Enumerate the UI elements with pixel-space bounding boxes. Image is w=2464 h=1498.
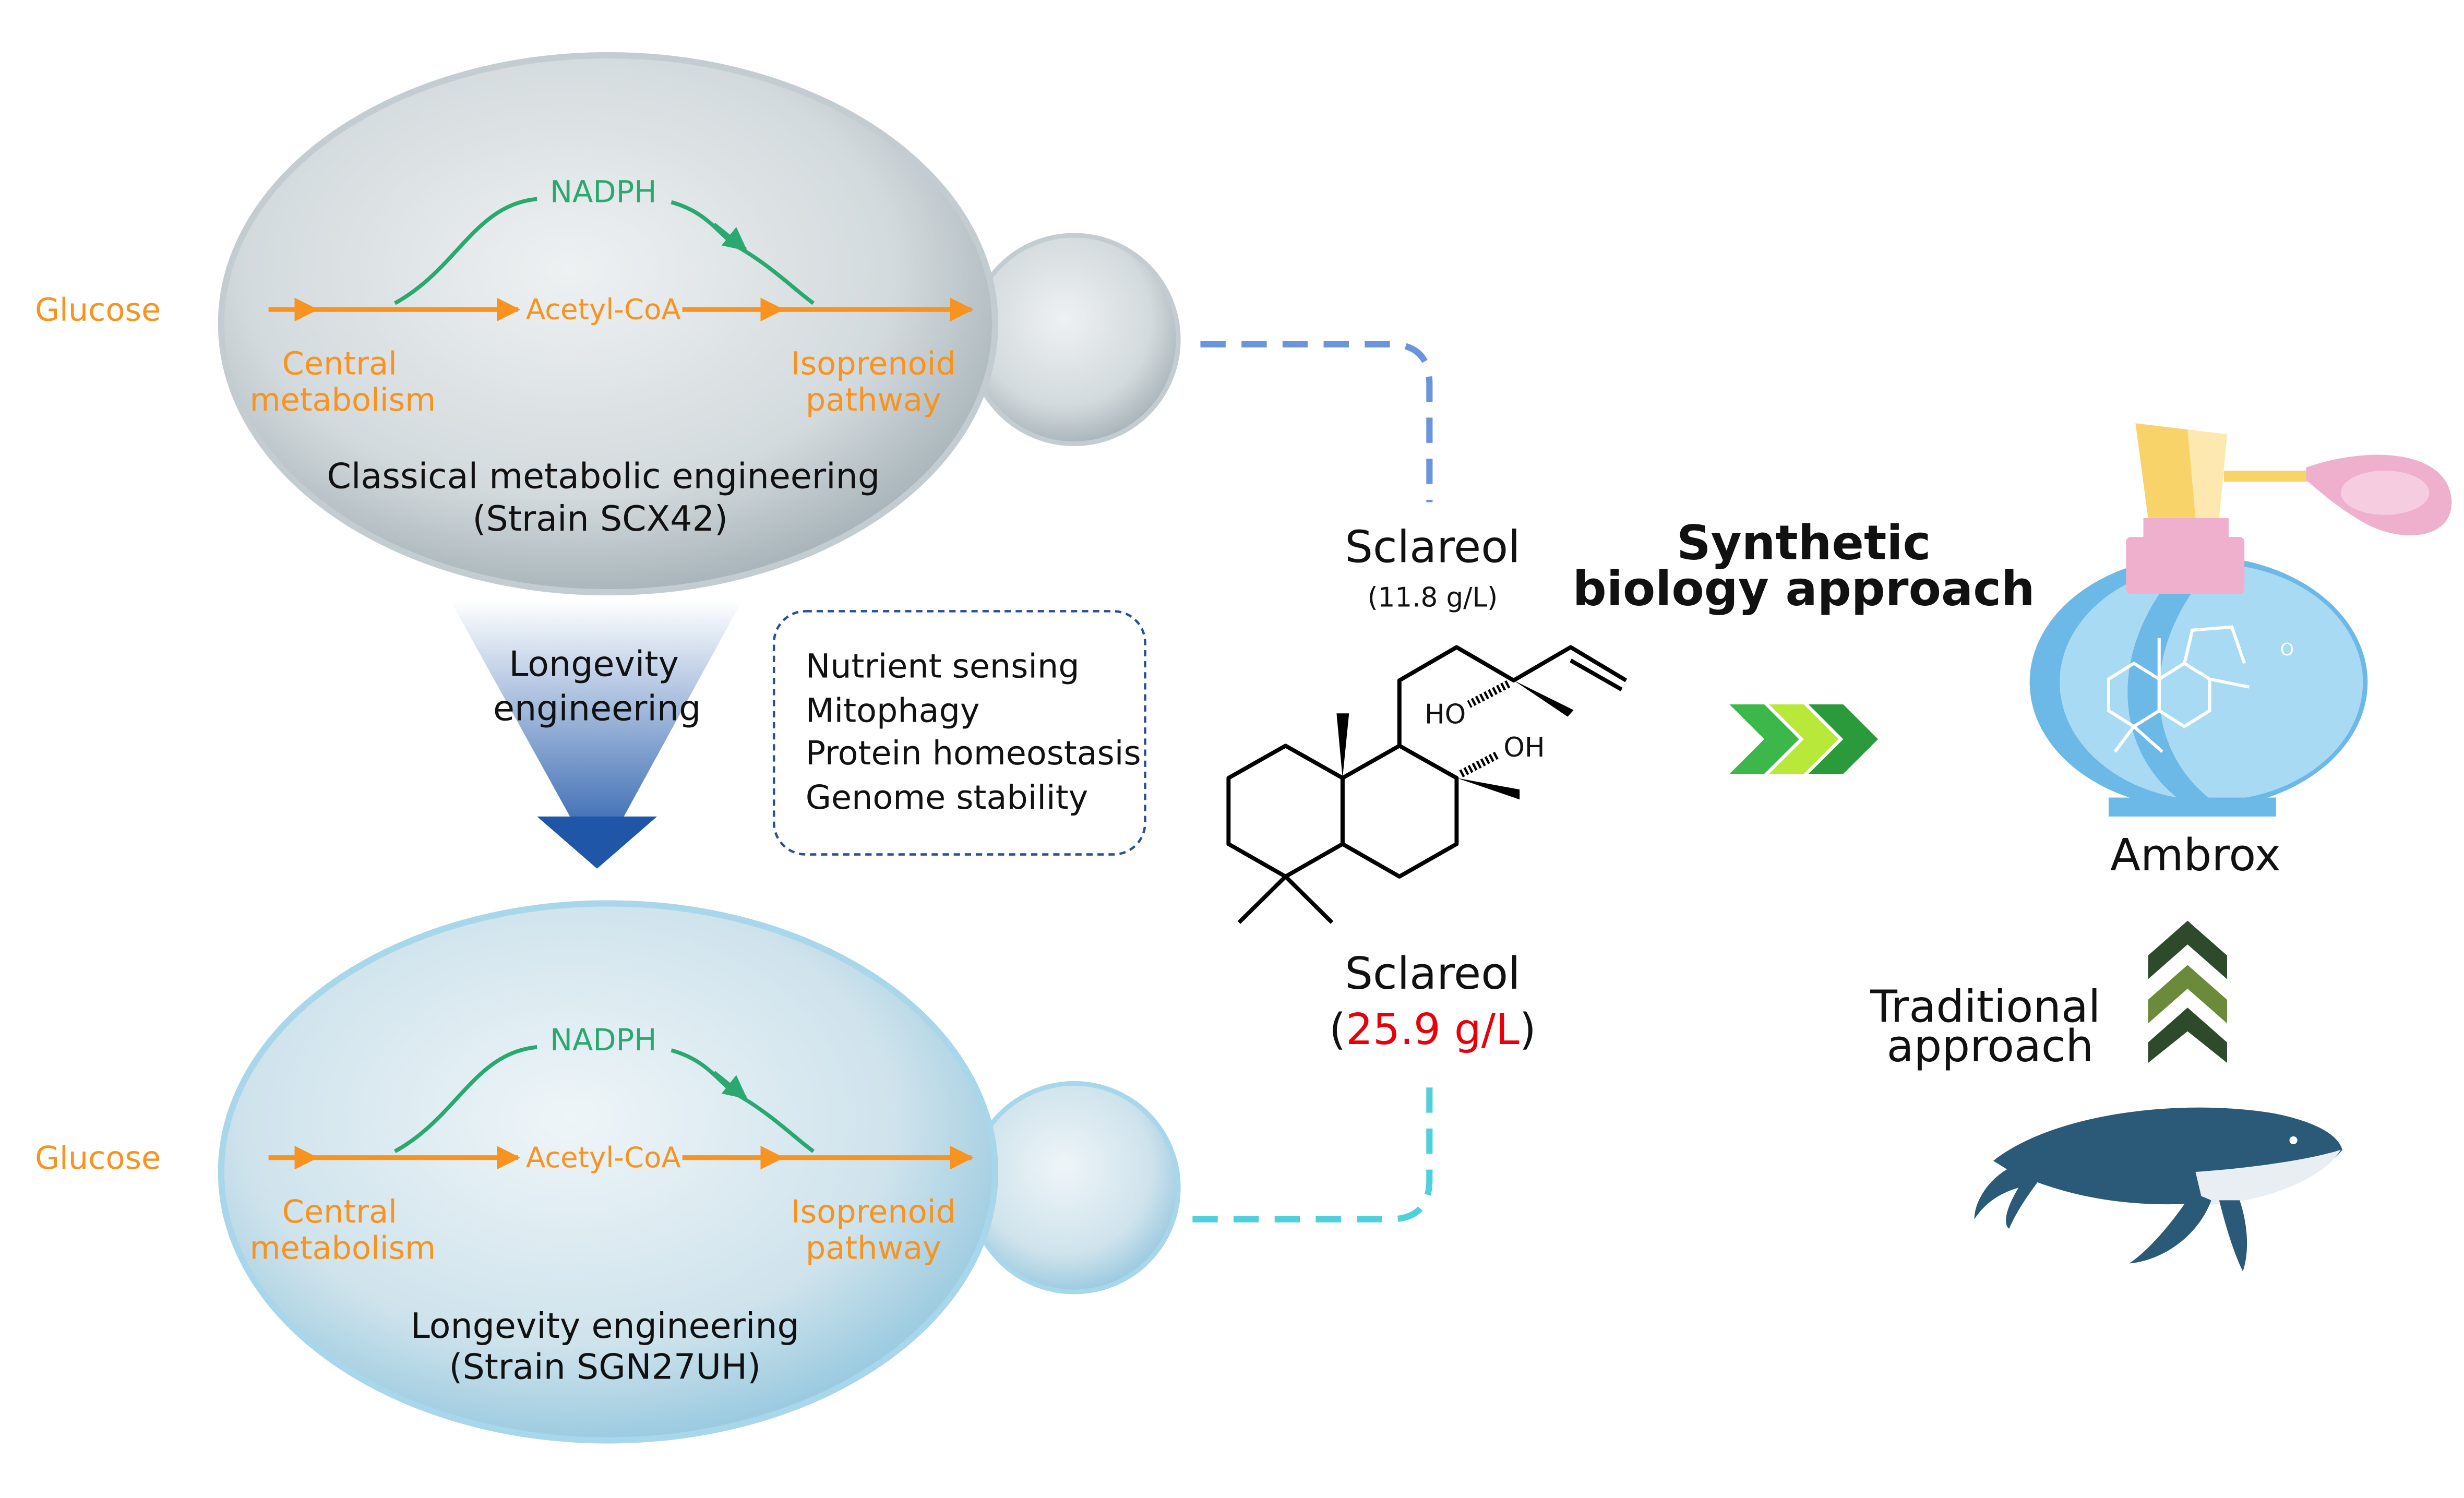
feature-item: Nutrient sensing [806, 647, 1080, 686]
approach-label: approach [1887, 1020, 2094, 1072]
bottom-cell-title: Longevity engineering [411, 1305, 799, 1346]
bud [967, 233, 1181, 447]
synthetic-label: Synthetic [1677, 516, 1931, 571]
up-chevrons-icon [2148, 920, 2227, 1063]
ambrox-label: Ambrox [2110, 829, 2281, 881]
isoprenoid-label: Isoprenoid [791, 1194, 956, 1230]
bottom-yeast-cell: Glucose Central metabolism Acetyl-CoA NA… [35, 900, 1181, 1444]
isoprenoid-label: Isoprenoid [791, 345, 956, 382]
top-yeast-cell: Glucose Central metabolism Acetyl-CoA NA… [35, 52, 1181, 596]
whale-icon [1974, 1107, 2342, 1272]
central-label: Central [282, 1194, 397, 1230]
sclareol-structure [1226, 645, 1628, 924]
sclareol-bottom-name: Sclareol [1345, 948, 1520, 999]
glucose-label: Glucose [35, 1140, 161, 1177]
engineering-label: engineering [493, 688, 701, 728]
pathway-label: pathway [806, 1230, 941, 1266]
oh-label: OH [1503, 732, 1545, 763]
bottom-cell-strain: (Strain SGN27UH) [449, 1346, 761, 1387]
biology-approach-label: biology approach [1573, 561, 2035, 616]
metabolism-label: metabolism [250, 382, 436, 418]
feature-item: Genome stability [806, 778, 1088, 817]
top-cell-title: Classical metabolic engineering [327, 456, 880, 496]
sclareol-top-name: Sclareol [1345, 521, 1520, 573]
acetyl-coa-label: Acetyl-CoA [526, 1141, 681, 1174]
down-triangle-arrow [450, 600, 743, 866]
traditional-label: Traditional [1870, 980, 2100, 1032]
bottom-dashed-connector [1192, 1082, 1433, 1223]
central-label: Central [282, 345, 397, 382]
metabolism-label: metabolism [250, 1230, 436, 1266]
longevity-features-box: Nutrient sensing Mitophagy Protein homeo… [772, 610, 1146, 856]
perfume-bottle-icon: O [2029, 423, 2452, 817]
cell-body [218, 52, 999, 596]
acetyl-coa-label: Acetyl-CoA [526, 292, 681, 326]
top-dashed-connector [1200, 341, 1433, 502]
right-chevrons-icon [1729, 704, 1878, 774]
feature-item: Protein homeostasis [806, 734, 1141, 772]
ho-label: HO [1425, 699, 1466, 730]
glucose-label: Glucose [35, 292, 161, 328]
feature-item: Mitophagy [806, 691, 980, 729]
longevity-engineering-arrow: Longevity engineering [450, 600, 743, 869]
sclareol-bottom-titer: (25.9 g/L) [1329, 1005, 1536, 1054]
nadph-label: NADPH [550, 1023, 657, 1058]
pathway-label: pathway [806, 382, 941, 418]
sclareol-top-titer: (11.8 g/L) [1368, 582, 1498, 613]
top-cell-strain: (Strain SCX42) [473, 498, 728, 539]
cell-body [218, 900, 999, 1444]
bud [967, 1081, 1181, 1295]
nadph-label: NADPH [550, 174, 657, 209]
oxygen-label: O [2280, 639, 2294, 660]
longevity-label: Longevity [509, 644, 678, 685]
